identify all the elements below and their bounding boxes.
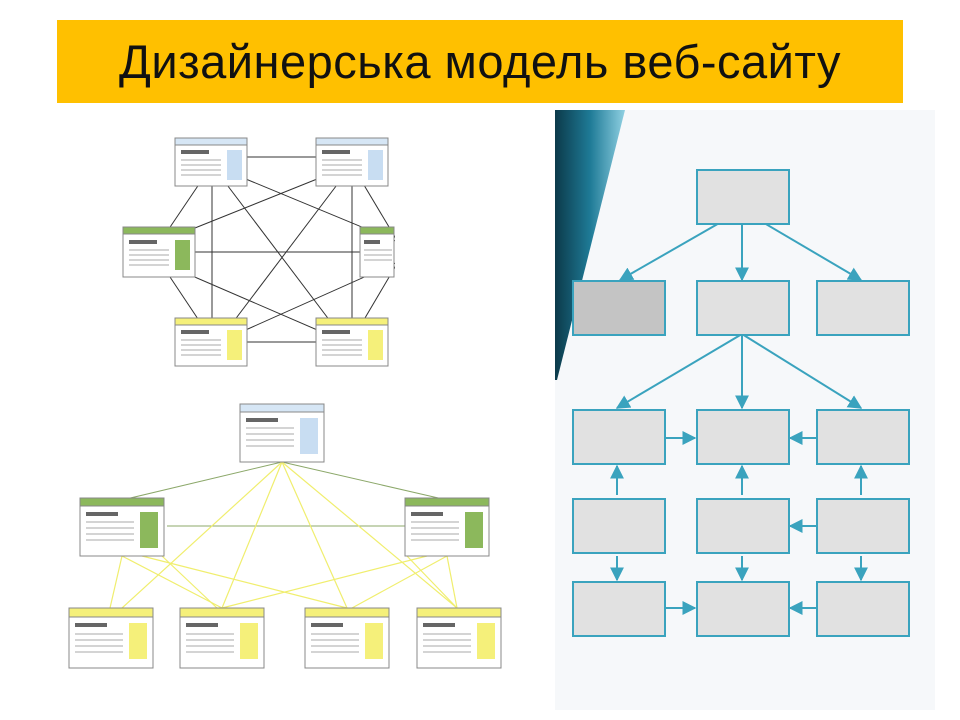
flow-box-l1-mid	[696, 280, 790, 336]
page-green-right	[404, 497, 490, 557]
mesh-structure-diagram	[122, 137, 395, 367]
flow-box-root	[696, 169, 790, 225]
page-blue-2	[315, 137, 389, 187]
flow-box-r1-left	[572, 409, 666, 465]
page-yellow-2	[179, 607, 265, 669]
page-yellow-3	[304, 607, 390, 669]
page-yellow-1	[174, 317, 248, 367]
page-blue-1	[174, 137, 248, 187]
page-yellow-1	[68, 607, 154, 669]
page-yellow-2	[315, 317, 389, 367]
flow-box-r3-mid	[696, 581, 790, 637]
page-yellow-4	[416, 607, 502, 669]
title-banner: Дизайнерська модель веб-сайту	[57, 20, 903, 103]
flow-box-r1-right	[816, 409, 910, 465]
page-green-2	[359, 226, 395, 278]
flow-box-r2-right	[816, 498, 910, 554]
flow-box-r3-left	[572, 581, 666, 637]
tree-links-yellow	[109, 461, 458, 609]
flow-box-r2-mid	[696, 498, 790, 554]
flow-box-l1-left	[572, 280, 666, 336]
mesh-pages	[122, 137, 395, 367]
tree-pages	[68, 403, 502, 669]
page-green-left	[79, 497, 165, 557]
flow-box-r3-right	[816, 581, 910, 637]
page-green-1	[122, 226, 196, 278]
slide-title: Дизайнерська модель веб-сайту	[118, 35, 841, 88]
flow-box-l1-right	[816, 280, 910, 336]
tree-links-green	[121, 461, 448, 527]
flowchart-structure-diagram	[555, 110, 935, 710]
flow-boxes	[572, 169, 910, 637]
flow-box-r2-left	[572, 498, 666, 554]
hierarchy-structure-diagram	[68, 403, 502, 669]
flow-box-r1-mid	[696, 409, 790, 465]
page-blue-root	[239, 403, 325, 463]
